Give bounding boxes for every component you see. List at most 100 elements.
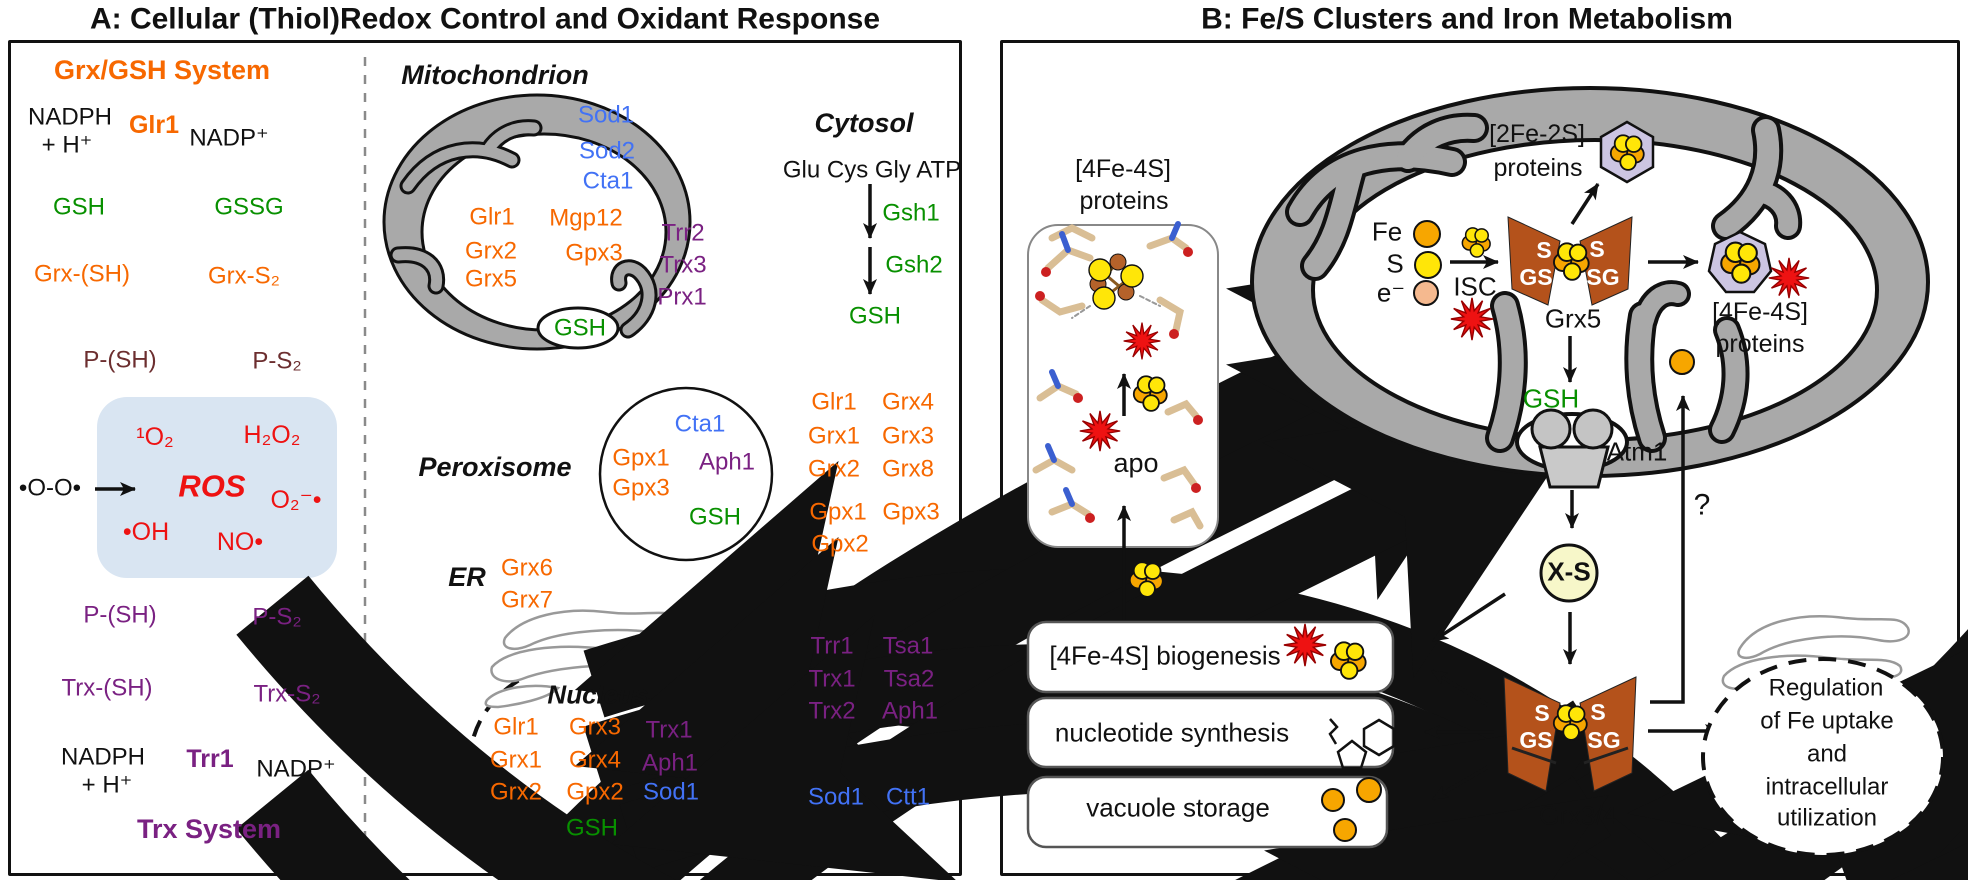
gsh-label: GSH: [52, 193, 106, 221]
fe4s4-right-label-1: [4Fe-4S]: [1712, 297, 1808, 326]
fe4s4-right-label-2: proteins: [1715, 329, 1805, 358]
gsh1-label: Gsh1: [882, 199, 940, 227]
regulation-line-5: utilization: [1776, 804, 1878, 832]
mito-sod1: Sod1: [577, 101, 635, 129]
cyt-gpx3: Gpx3: [882, 498, 940, 526]
isc-label: ISC: [1453, 271, 1497, 302]
trx-system-header: Trx System: [136, 813, 282, 844]
cyt-gpx1: Gpx1: [809, 498, 867, 526]
panel-b-title: B: Fe/S Clusters and Iron Metabolism: [1201, 2, 1733, 36]
nucleotide-box-label: nucleotide synthesis: [1054, 717, 1290, 748]
fe2s2-label-2: proteins: [1493, 153, 1583, 182]
s-label: S: [1386, 248, 1404, 279]
hydroxyl-label: •OH: [122, 517, 170, 546]
er-grx7: Grx7: [500, 586, 554, 614]
perox-aph1: Aph1: [698, 448, 756, 476]
mito-glr1: Glr1: [469, 203, 515, 231]
cyt-grx8: Grx8: [881, 455, 935, 483]
nuc-grx3: Grx3: [568, 713, 622, 741]
nuc-grx4: Grx4: [568, 746, 622, 774]
superoxide-label: O₂⁻•: [270, 485, 322, 514]
nuc-aph1: Aph1: [641, 749, 699, 777]
perox-gpx3: Gpx3: [612, 474, 670, 502]
gsh2-label: Gsh2: [885, 251, 943, 279]
atm1-label: Atm1: [1606, 436, 1668, 467]
mito-sod2: Sod2: [578, 137, 636, 165]
cyt-trr1: Trr1: [810, 632, 854, 660]
regulation-line-1: Regulation: [1768, 674, 1884, 702]
fe4s4-left-label-2: proteins: [1079, 186, 1169, 215]
glr1-enzyme-label: Glr1: [128, 110, 180, 139]
gsh-precursors-label: Glu Cys Gly ATP: [782, 156, 962, 184]
mito-gpx3: Gpx3: [565, 239, 623, 267]
cyt-ctt1: Ctt1: [885, 783, 931, 811]
nitric-oxide-label: NO•: [216, 527, 264, 556]
nadph-label: NADPH: [27, 103, 113, 131]
cyt-trx2: Trx2: [808, 697, 856, 725]
grx-s2-label: Grx-S₂: [208, 262, 280, 290]
fe2s2-label-1: [2Fe-2S]: [1489, 119, 1585, 148]
mito-prx1: Prx1: [657, 283, 707, 311]
mitochondrion-label: Mitochondrion: [401, 59, 589, 90]
regulation-line-4: intracellular: [1765, 773, 1889, 801]
cyt-tsa2: Tsa2: [883, 665, 935, 693]
trr1-enzyme-label: Trr1: [186, 744, 234, 773]
cyt-glr1: Glr1: [811, 388, 857, 416]
mito-trr2: Trr2: [661, 219, 705, 247]
fe-label: Fe: [1371, 216, 1403, 247]
nuc-gsh: GSH: [565, 814, 619, 842]
nuc-gpx2: Gpx2: [566, 778, 624, 806]
panel-a-title: A: Cellular (Thiol)Redox Control and Oxi…: [89, 2, 881, 36]
grx-gsh-system-header: Grx/GSH System: [53, 54, 271, 85]
er-label: ER: [448, 561, 486, 592]
ros-label: ROS: [178, 468, 246, 504]
trx-s2-label: Trx-S₂: [253, 680, 321, 708]
p-s2-trx-label: P-S₂: [252, 603, 302, 631]
mito-grx5: Grx5: [464, 265, 518, 293]
cyt-gpx2: Gpx2: [811, 530, 869, 558]
mito-cta1: Cta1: [582, 167, 634, 195]
nuc-sod1: Sod1: [642, 778, 700, 806]
singlet-o2-label: ¹O₂: [136, 422, 174, 451]
perox-gsh: GSH: [688, 503, 742, 531]
nucleus-label: Nucleus: [547, 679, 649, 710]
fe4s4-left-label-1: [4Fe-4S]: [1075, 154, 1171, 183]
question-mark-label: ?: [1693, 488, 1711, 522]
mito-grx2: Grx2: [464, 237, 518, 265]
cytosol-gsh: GSH: [848, 302, 902, 330]
cyt-grx3: Grx3: [881, 422, 935, 450]
cytosol-label: Cytosol: [814, 107, 914, 138]
p-s2-label: P-S₂: [252, 347, 302, 375]
cyt-aph1: Aph1: [881, 697, 939, 725]
grx5-label: Grx5: [1544, 303, 1602, 334]
regulation-line-3: and: [1806, 740, 1848, 768]
grx34-label: Grx3/4: [1538, 800, 1618, 831]
biogenesis-box-label: [4Fe-4S] biogenesis: [1049, 640, 1281, 671]
mito-mgp12: Mgp12: [549, 204, 623, 232]
gssg-label: GSSG: [214, 193, 284, 221]
mito-b-gsh-label: GSH: [1522, 383, 1580, 414]
nuc-glr1: Glr1: [493, 713, 539, 741]
plus-h-label-2: + H⁺: [81, 771, 133, 799]
cyt-grx4: Grx4: [881, 388, 935, 416]
xs-label: X-S: [1547, 556, 1591, 587]
nadph-label-2: NADPH: [60, 743, 146, 771]
grx-sh-label: Grx-(SH): [34, 260, 130, 288]
apo-label: apo: [1113, 447, 1159, 478]
trx-sh-label: Trx-(SH): [61, 674, 153, 702]
nuc-grx2: Grx2: [489, 778, 543, 806]
nuc-trx1: Trx1: [645, 716, 693, 744]
nadp-label-2: NADP⁺: [256, 755, 336, 783]
perox-gpx1: Gpx1: [612, 444, 670, 472]
peroxisome-label: Peroxisome: [418, 451, 572, 482]
regulation-line-2: of Fe uptake: [1760, 707, 1894, 735]
h2o2-label: H₂O₂: [243, 420, 301, 449]
er-grx6: Grx6: [500, 554, 554, 582]
perox-cta1: Cta1: [674, 410, 726, 438]
cyt-grx1: Grx1: [807, 422, 861, 450]
peroxide-radical-label: •O-O•: [18, 474, 82, 502]
nuc-grx1: Grx1: [489, 746, 543, 774]
cyt-trx1: Trx1: [808, 665, 856, 693]
p-sh-trx-label: P-(SH): [83, 601, 157, 629]
